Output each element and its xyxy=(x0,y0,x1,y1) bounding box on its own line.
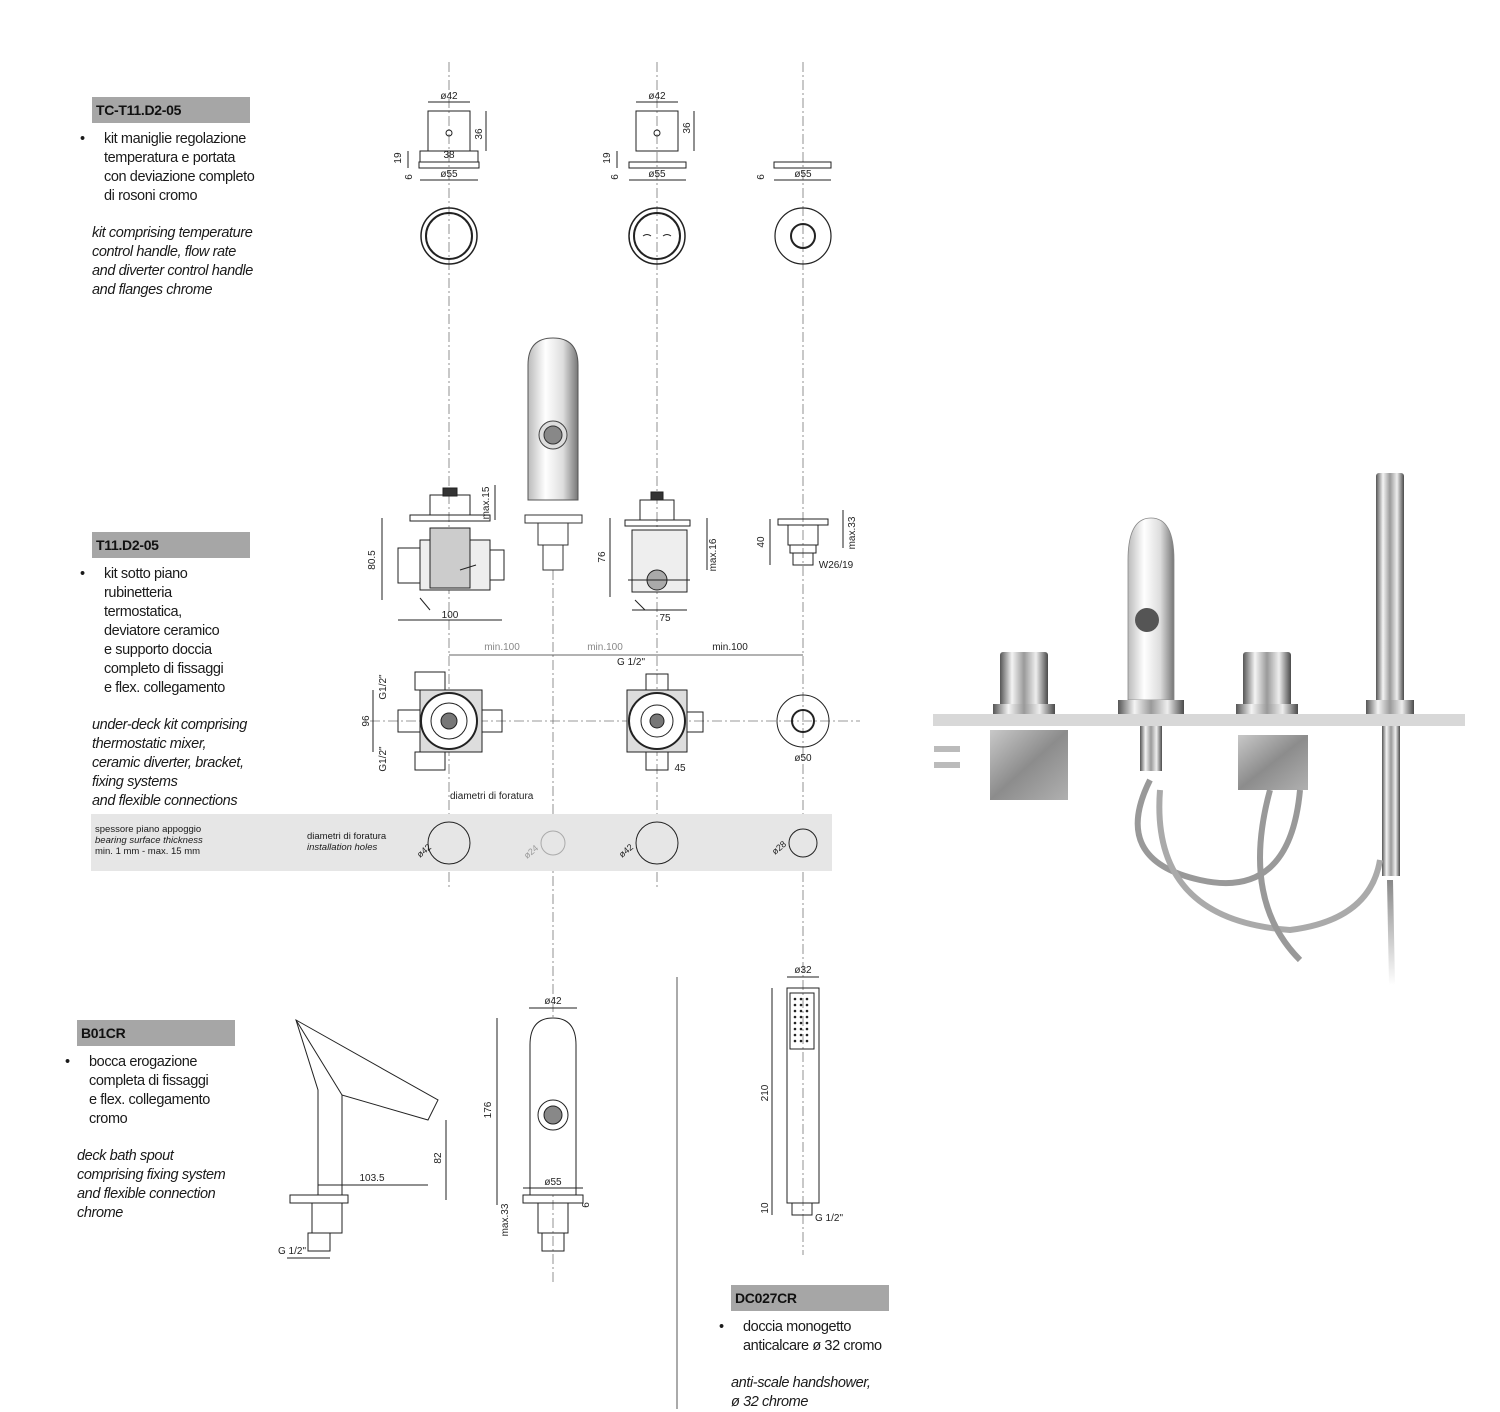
svg-text:6: 6 xyxy=(581,1202,592,1208)
spout-front-dims: ø42 176 ø55 max.33 6 xyxy=(483,996,592,1236)
description-en: under-deck kit comprising thermostatic m… xyxy=(92,717,247,809)
handshower-drawing xyxy=(771,976,820,1216)
handshower-nozzles xyxy=(793,997,809,1043)
plan-dims: G1/2" 96 G1/2" G 1/2" 45 ø50 xyxy=(361,657,812,774)
spout-side-dims: 103.5 82 G 1/2" xyxy=(278,1152,444,1257)
spout-drawing xyxy=(524,337,583,571)
svg-text:38: 38 xyxy=(443,150,455,161)
description-it: kit maniglie regolazione temperatura e p… xyxy=(80,130,257,206)
svg-text:G1/2": G1/2" xyxy=(378,746,389,772)
holes-en: installation holes xyxy=(307,842,378,853)
svg-text:76: 76 xyxy=(597,551,608,563)
svg-text:max.33: max.33 xyxy=(847,516,858,549)
description-en: deck bath spout comprising fixing system… xyxy=(77,1148,226,1221)
svg-text:ø55: ø55 xyxy=(544,1177,562,1188)
svg-text:80.5: 80.5 xyxy=(367,550,378,570)
svg-text:min.100: min.100 xyxy=(712,642,748,653)
svg-text:ø50: ø50 xyxy=(794,753,812,764)
svg-text:6: 6 xyxy=(404,174,415,180)
mounting-band xyxy=(91,814,832,871)
svg-text:ø42: ø42 xyxy=(440,91,458,102)
description-en: anti-scale handshower, ø 32 chrome xyxy=(731,1375,871,1410)
section-b01cr: B01CR bocca erogazione completa di fissa… xyxy=(65,1020,247,1223)
svg-text:19: 19 xyxy=(602,152,613,164)
section-t11: T11.D2-05 kit sotto piano rubinetteria t… xyxy=(80,532,262,811)
installation-holes xyxy=(427,821,818,865)
svg-text:100: 100 xyxy=(442,610,459,621)
thickness-en: bearing surface thickness xyxy=(95,835,203,846)
svg-text:max.16: max.16 xyxy=(708,538,719,571)
svg-text:min.100: min.100 xyxy=(484,642,520,653)
section-dc027cr: DC027CR doccia monogetto anticalcare ø 3… xyxy=(719,1285,901,1412)
product-code: DC027CR xyxy=(731,1285,889,1311)
holder-dims: 40 max.33 W26/19 xyxy=(756,516,858,571)
thickness-range: min. 1 mm - max. 15 mm xyxy=(95,846,201,857)
svg-text:ø55: ø55 xyxy=(648,169,666,180)
svg-text:36: 36 xyxy=(474,128,485,140)
shower-holder-elevation xyxy=(769,510,844,566)
svg-text:W26/19: W26/19 xyxy=(819,560,854,571)
svg-text:G 1/2": G 1/2" xyxy=(278,1246,306,1257)
handle-elevation-1 xyxy=(407,101,487,181)
description-it: kit sotto piano rubinetteria termostatic… xyxy=(80,565,262,698)
svg-text:G 1/2": G 1/2" xyxy=(617,657,645,668)
svg-text:176: 176 xyxy=(483,1101,494,1118)
svg-text:103.5: 103.5 xyxy=(359,1173,384,1184)
svg-text:36: 36 xyxy=(682,122,693,134)
valve2-dims: 76 max.16 75 xyxy=(597,538,719,624)
holes-it: diametri di foratura xyxy=(307,831,387,842)
thermostatic-valve-elevation xyxy=(381,485,505,621)
valve-plan-views xyxy=(372,671,830,771)
svg-text:10: 10 xyxy=(760,1202,771,1214)
description-en: kit comprising temperature control handl… xyxy=(92,225,253,298)
flange-elevation xyxy=(773,161,832,181)
thickness-it: spessore piano appoggio xyxy=(95,824,202,835)
svg-text:max.15: max.15 xyxy=(481,486,492,519)
band-thickness: spessore piano appoggio bearing surface … xyxy=(95,824,203,857)
svg-text:ø42: ø42 xyxy=(544,996,562,1007)
description-it: bocca erogazione completa di fissaggi e … xyxy=(65,1053,247,1129)
svg-text:6: 6 xyxy=(756,174,767,180)
svg-text:40: 40 xyxy=(756,536,767,548)
spout-side-view xyxy=(287,1018,447,1259)
svg-text:min.100: min.100 xyxy=(587,642,623,653)
product-photo xyxy=(933,473,1465,986)
svg-text:max.33: max.33 xyxy=(500,1203,511,1236)
svg-text:G1/2": G1/2" xyxy=(378,674,389,700)
svg-text:ø42: ø42 xyxy=(648,91,666,102)
shower-dims: ø32 210 10 G 1/2" xyxy=(760,965,843,1224)
product-code: T11.D2-05 xyxy=(92,532,250,558)
handle-elevation-2 xyxy=(616,101,695,181)
handle-plan-views xyxy=(420,207,832,265)
svg-text:ø55: ø55 xyxy=(440,169,458,180)
spacing-labels: min.100 min.100 min.100 xyxy=(484,642,748,653)
svg-text:96: 96 xyxy=(361,715,372,727)
band-holes: diametri di foratura installation holes xyxy=(307,831,386,853)
svg-text:ø32: ø32 xyxy=(794,965,812,976)
description-it: doccia monogetto anticalcare ø 32 cromo xyxy=(719,1318,901,1356)
handle-dims: ø42 36 19 38 6 ø55 ø42 36 19 6 ø55 6 ø55 xyxy=(393,91,812,180)
diverter-valve-elevation xyxy=(609,491,708,611)
svg-text:75: 75 xyxy=(659,613,671,624)
section-tc-t11: TC-T11.D2-05 kit maniglie regolazione te… xyxy=(80,97,257,300)
svg-text:45: 45 xyxy=(674,763,686,774)
product-code: B01CR xyxy=(77,1020,235,1046)
svg-text:19: 19 xyxy=(393,152,404,164)
svg-text:82: 82 xyxy=(433,1152,444,1164)
svg-text:ø55: ø55 xyxy=(794,169,812,180)
svg-text:6: 6 xyxy=(610,174,621,180)
spout-front-view xyxy=(496,1007,584,1252)
svg-text:G 1/2": G 1/2" xyxy=(815,1213,843,1224)
valve1-dims: max.15 80.5 100 xyxy=(367,486,492,621)
product-code: TC-T11.D2-05 xyxy=(92,97,250,123)
drill-diameters-label: diametri di foratura xyxy=(450,791,534,802)
svg-text:210: 210 xyxy=(760,1084,771,1101)
